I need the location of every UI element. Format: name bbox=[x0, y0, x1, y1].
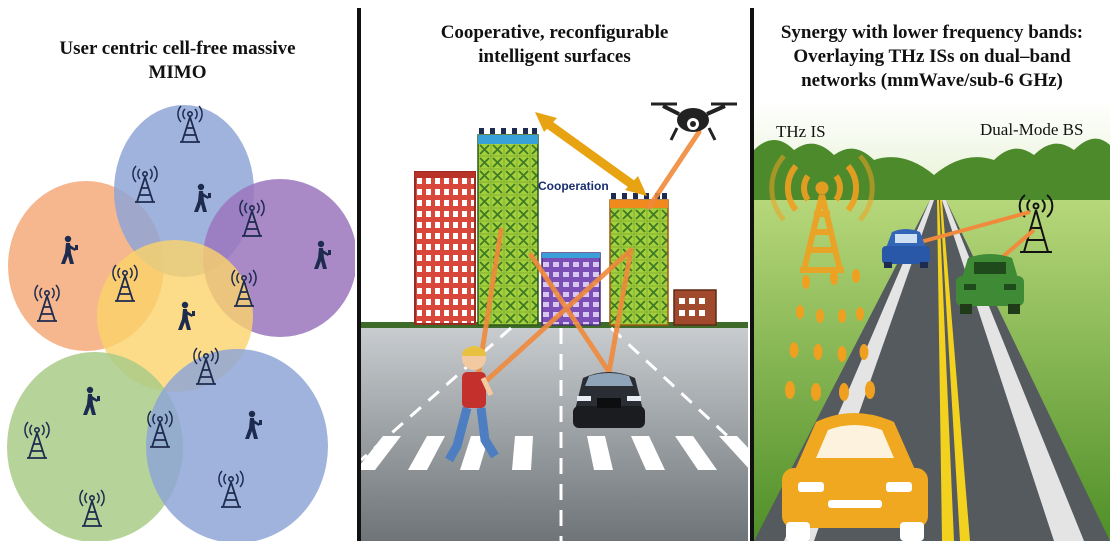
cooperation-arrow bbox=[535, 112, 647, 196]
panel-ris: Cooperative, reconfigurable intelligent … bbox=[361, 0, 748, 541]
cell-free-diagram bbox=[7, 105, 355, 541]
left-title-line1: User centric cell-free massive bbox=[59, 38, 296, 59]
dual-mode-bs-label: Dual-Mode BS bbox=[980, 120, 1084, 139]
cooperation-label: Cooperation bbox=[538, 179, 609, 193]
road bbox=[361, 326, 748, 541]
ris-scene bbox=[361, 102, 748, 541]
dual-mode-bs-icon bbox=[1018, 194, 1054, 253]
middle-title-line1: Cooperative, reconfigurable bbox=[440, 22, 669, 43]
left-title-line2: MIMO bbox=[148, 62, 207, 83]
panel-divider bbox=[750, 8, 754, 541]
car-icon bbox=[573, 372, 645, 428]
car-icon bbox=[956, 254, 1024, 314]
car-icon bbox=[782, 413, 928, 541]
thz-is-label: THz IS bbox=[776, 122, 826, 141]
right-title-line1: Synergy with lower frequency bands: bbox=[780, 22, 1084, 43]
pedestrian-icon bbox=[445, 346, 499, 463]
thz-road-scene bbox=[754, 100, 1110, 541]
thz-tower-icon bbox=[769, 154, 875, 273]
cluster-blue-bottom bbox=[146, 349, 328, 541]
building-icon bbox=[673, 289, 717, 326]
car-icon bbox=[882, 229, 930, 268]
ris-building-tall bbox=[477, 128, 539, 326]
panel-thz-synergy: Synergy with lower frequency bands: Over… bbox=[754, 0, 1110, 541]
middle-title-line2: intelligent surfaces bbox=[478, 46, 631, 67]
right-title-line3: networks (mmWave/sub-6 GHz) bbox=[801, 70, 1063, 91]
right-title-line2: Overlaying THz ISs on dual–band bbox=[793, 46, 1071, 67]
panel-divider bbox=[357, 8, 361, 541]
crosswalk bbox=[361, 436, 748, 470]
cluster-green bbox=[7, 352, 183, 541]
panel-cell-free-mimo: User centric cell-free massive MIMO bbox=[0, 0, 355, 541]
building-icon bbox=[414, 171, 476, 325]
drone-icon bbox=[651, 102, 737, 141]
thz-beam-dots bbox=[785, 269, 875, 401]
